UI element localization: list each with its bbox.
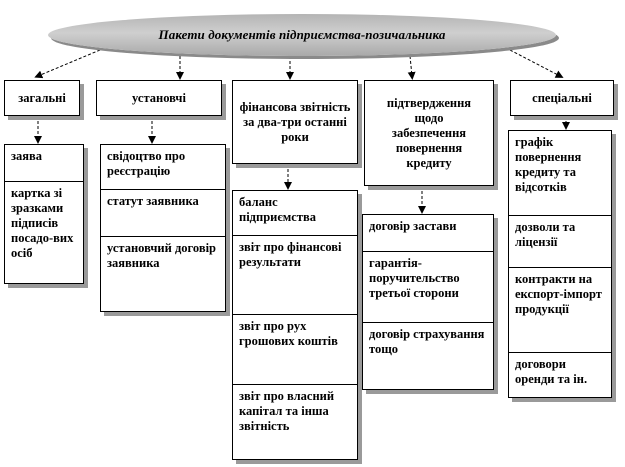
connector-title-col4	[407, 55, 416, 80]
list-item: установчий договір заявника	[101, 236, 225, 274]
list-item: баланс підприємства	[239, 195, 316, 224]
header-founding-label: установчі	[132, 90, 186, 105]
connector-title-col1	[34, 49, 101, 79]
diagram-title: Пакети документів підприємства-позичальн…	[158, 27, 446, 42]
list-item: заява	[11, 149, 43, 163]
header-general-label: загальні	[18, 90, 66, 105]
list-item: звіт про власний капітал та інша звітніс…	[233, 384, 357, 437]
connector-title-col5	[509, 49, 564, 78]
list-item: договори оренди та ін.	[509, 352, 611, 390]
header-collateral-label: підтвердження щодо забезпечення повернен…	[386, 95, 472, 170]
list-item: гарантія-поручительство третьої сторони	[363, 251, 493, 322]
list-item: статут заявника	[101, 189, 225, 236]
items-general: заява картка зі зразками підписів посадо…	[4, 144, 84, 284]
header-founding: установчі	[96, 80, 222, 116]
header-collateral: підтвердження щодо забезпечення повернен…	[364, 80, 494, 186]
header-special: спеціальні	[510, 80, 614, 116]
list-item: звіт про рух грошових коштів	[233, 314, 357, 384]
list-item: договір застави	[369, 219, 457, 233]
list-item: звіт про фінансові результати	[233, 235, 357, 314]
header-financial: фінансова звітність за два-три останні р…	[232, 80, 358, 164]
items-founding: свідоцтво про реєстрацію статут заявника…	[100, 144, 226, 312]
list-item: договір страхування тощо	[363, 322, 493, 360]
list-item: дозволи та ліцензії	[509, 215, 611, 267]
list-item: свідоцтво про реєстрацію	[107, 149, 186, 178]
title-ellipse: Пакети документів підприємства-позичальн…	[48, 14, 556, 56]
items-financial: баланс підприємства звіт про фінансові р…	[232, 190, 358, 460]
header-general: загальні	[4, 80, 80, 116]
header-financial-label: фінансова звітність за два-три останні р…	[239, 99, 351, 144]
list-item: контракти на експорт-імпорт продукції	[509, 267, 611, 352]
items-special: графік повернення кредиту та відсотків д…	[508, 130, 612, 398]
header-special-label: спеціальні	[532, 90, 592, 105]
items-collateral: договір застави гарантія-поручительство …	[362, 214, 494, 390]
list-item: графік повернення кредиту та відсотків	[515, 135, 582, 194]
list-item: картка зі зразками підписів посадо-вих о…	[5, 181, 83, 264]
